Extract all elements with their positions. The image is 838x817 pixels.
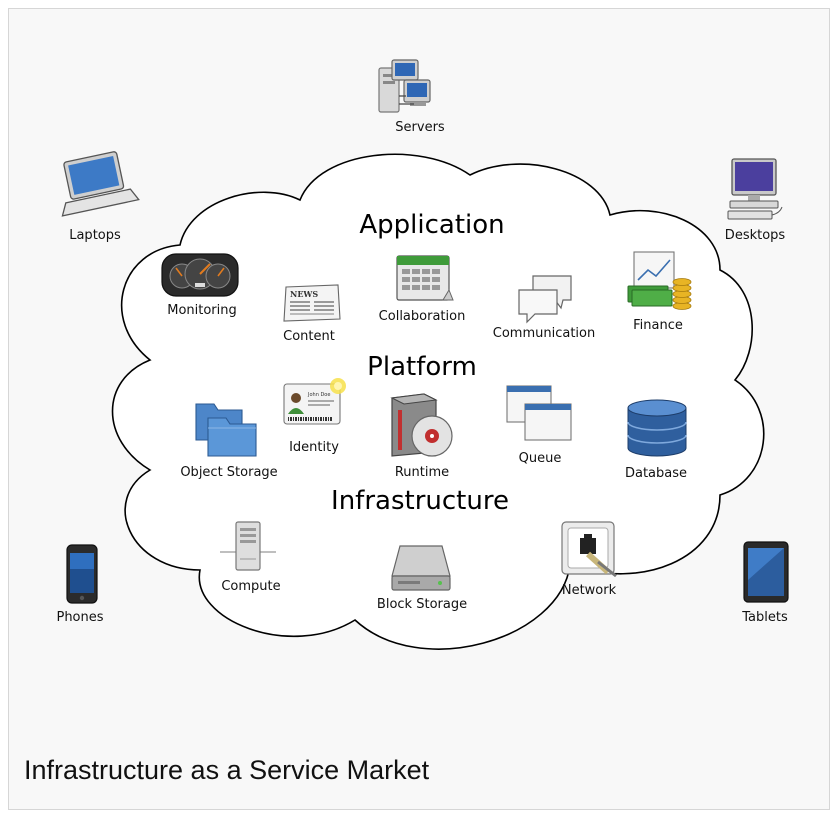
servers-icon	[378, 59, 431, 113]
network-port-icon	[561, 521, 617, 578]
platform-label-identity: Identity	[289, 440, 339, 455]
compute-server-icon	[220, 521, 276, 571]
desktop-icon	[727, 158, 783, 220]
infra-label-block-storage: Block Storage	[376, 597, 468, 612]
calendar-icon	[396, 255, 454, 301]
layer-title-application: Application	[359, 210, 505, 240]
client-label-phones: Phones	[56, 610, 104, 625]
newspaper-icon: NEWS	[283, 284, 341, 322]
platform-label-queue: Queue	[518, 451, 562, 466]
client-label-servers: Servers	[395, 120, 445, 135]
chat-bubbles-icon	[518, 275, 572, 324]
client-label-tablets: Tablets	[742, 610, 788, 625]
queue-windows-icon	[506, 385, 572, 441]
app-label-monitoring: Monitoring	[167, 303, 237, 318]
id-card-name: John Doe	[307, 392, 330, 398]
app-label-finance: Finance	[633, 318, 683, 333]
layer-title-infrastructure: Infrastructure	[331, 486, 509, 516]
platform-label-object-storage: Object Storage	[180, 465, 278, 480]
newspaper-headline: NEWS	[290, 289, 318, 299]
finance-chart-money-icon	[627, 251, 692, 310]
hard-drive-icon	[391, 545, 451, 591]
laptop-icon	[61, 151, 140, 217]
phone-icon	[66, 544, 98, 604]
monitoring-gauge-icon	[161, 253, 239, 297]
platform-label-database: Database	[624, 466, 688, 481]
figure-caption: Infrastructure as a Service Market	[24, 755, 430, 785]
layer-title-platform: Platform	[367, 352, 477, 382]
app-label-communication: Communication	[492, 326, 596, 341]
infra-label-compute: Compute	[221, 579, 281, 594]
id-card-icon: John Doe	[283, 378, 346, 425]
client-label-desktops: Desktops	[724, 228, 786, 243]
app-label-collaboration: Collaboration	[378, 309, 466, 324]
infra-label-network: Network	[561, 583, 617, 598]
database-icon	[627, 399, 687, 457]
client-label-laptops: Laptops	[69, 228, 121, 243]
platform-label-runtime: Runtime	[394, 465, 450, 480]
runtime-disc-icon	[390, 393, 453, 457]
tablet-icon	[743, 541, 789, 603]
folder-icon	[195, 403, 257, 457]
app-label-content: Content	[283, 329, 335, 344]
